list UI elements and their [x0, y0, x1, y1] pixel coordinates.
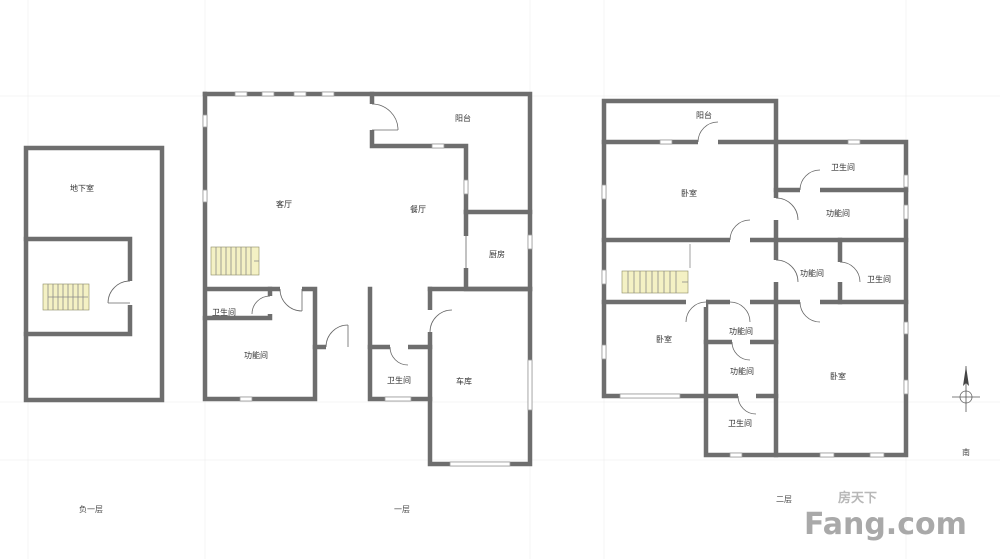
- compass-label: 南: [962, 447, 970, 457]
- room-label-kitchen: 厨房: [489, 249, 505, 259]
- caption-first-floor: 一层: [394, 505, 410, 514]
- first-floor-stairs: [210, 246, 260, 276]
- room-label-dining-room: 餐厅: [410, 205, 426, 214]
- room-label-utility-2f-a: 功能间: [826, 208, 850, 218]
- room-label-garage: 车库: [456, 376, 472, 386]
- room-label-bedroom-2f-c: 卧室: [830, 371, 846, 381]
- basement-door: [107, 280, 135, 305]
- basement-stairs-treads: [47, 284, 88, 310]
- room-label-utility-2f-c: 功能间: [729, 326, 753, 336]
- second-floor-doors: [685, 121, 861, 415]
- room-label-basement: 地下室: [70, 183, 94, 193]
- caption-second-floor: 二层: [776, 495, 792, 504]
- fang-logo: 房天下 Fang.com: [804, 490, 967, 542]
- caption-basement: 负一层: [79, 504, 103, 514]
- compass: 南: [952, 366, 980, 457]
- room-label-living-room: 客厅: [276, 199, 292, 209]
- room-label-bathroom-2f-a: 卫生间: [831, 162, 855, 172]
- room-label-bathroom-2f-c: 卫生间: [728, 418, 752, 428]
- first-floor-plan: 客厅 阳台 餐厅 厨房 卫生间 功能间 卫生间 车库: [202, 91, 533, 467]
- second-floor-plan: 阳台 卧室 卫生间 功能间 功能间 卫生间 卧室 功能间 功能间 卧室 卫生间: [601, 98, 909, 458]
- room-label-utility-2f-b: 功能间: [800, 268, 824, 278]
- second-floor-stairs: [621, 270, 689, 294]
- logo-chinese-text: 房天下: [838, 490, 877, 506]
- logo-brand-text: Fang.com: [804, 507, 967, 542]
- second-floor-stairs-treads: [627, 244, 691, 293]
- room-label-bathroom-1f-b: 卫生间: [387, 375, 411, 385]
- first-floor-doors: [251, 103, 471, 366]
- room-label-utility-1f: 功能间: [244, 350, 268, 360]
- room-label-balcony-2f: 阳台: [696, 110, 712, 120]
- first-floor-stairs-treads: [215, 247, 259, 275]
- room-label-bedroom-2f-b: 卧室: [656, 334, 672, 344]
- room-label-bedroom-2f-a: 卧室: [681, 188, 697, 198]
- room-label-balcony-1f: 阳台: [455, 113, 471, 123]
- room-label-bathroom-2f-b: 卫生间: [867, 274, 891, 284]
- room-label-utility-2f-d: 功能间: [730, 366, 754, 376]
- room-label-bathroom-1f-a: 卫生间: [212, 307, 236, 317]
- basement-plan: 地下室: [23, 145, 165, 403]
